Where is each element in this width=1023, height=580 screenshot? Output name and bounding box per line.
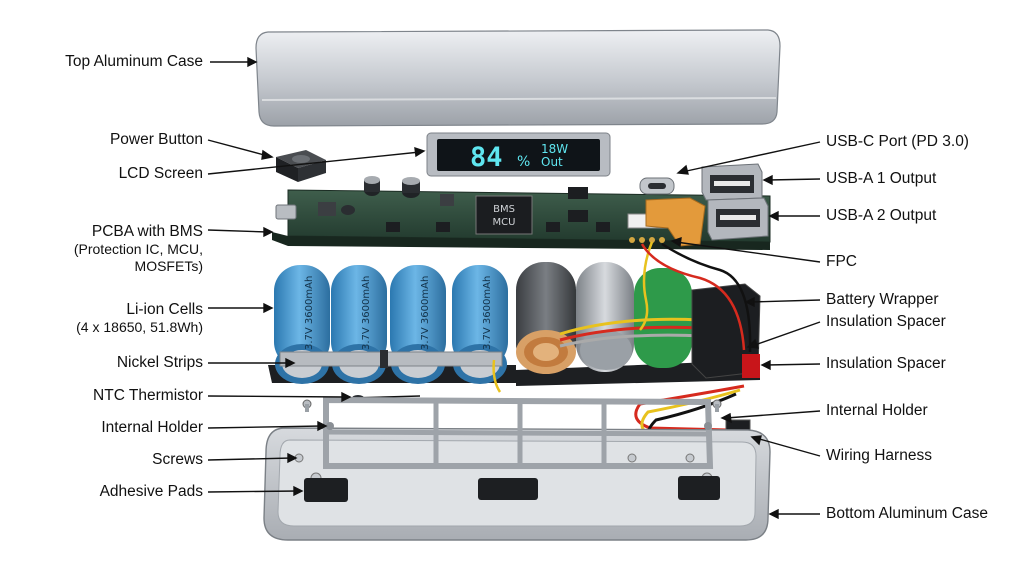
label-internal-holder-right: Internal Holder <box>826 402 928 419</box>
label-power-button: Power Button <box>109 131 203 148</box>
loose-screws <box>302 399 722 412</box>
usb-a1-port-part <box>701 163 763 201</box>
label-pcba-line1: PCBA with BMS <box>91 223 203 240</box>
label-lcd-screen: LCD Screen <box>118 165 203 182</box>
lcd-percent-sign: % <box>517 154 530 170</box>
label-cells-line1: Li-ion Cells <box>126 301 203 318</box>
label-wiring-harness: Wiring Harness <box>826 447 932 464</box>
cell-2-print: 3.7V 3600mAh <box>361 276 372 350</box>
label-screws: Screws <box>152 451 203 468</box>
label-internal-holder-left: Internal Holder <box>101 419 203 436</box>
lcd-percent: 84 <box>470 142 503 173</box>
label-cells: Li-ion Cells (4 x 18650, 51.8Wh) <box>76 300 203 336</box>
label-insulation-spacer-2: Insulation Spacer <box>826 355 946 372</box>
battery-pack: 3.7V 3600mAh 3.7V 3600mAh 3.7V 3600mAh 3… <box>268 262 761 386</box>
usb-a2-port-part <box>707 197 769 241</box>
pcba-board: BMS MCU <box>272 176 771 250</box>
pcb-chip-line1: BMS <box>493 204 515 215</box>
cell-4-print: 3.7V 3600mAh <box>482 276 493 350</box>
leader-lines <box>207 56 821 520</box>
lcd-mode: Out <box>541 155 563 169</box>
nickel-strip <box>279 351 503 367</box>
label-pcba: PCBA with BMS (Protection IC, MCU, MOSFE… <box>74 222 203 275</box>
cell-1-print: 3.7V 3600mAh <box>304 276 315 350</box>
label-top-case: Top Aluminum Case <box>65 53 203 70</box>
top-aluminum-case <box>255 29 781 127</box>
label-ntc: NTC Thermistor <box>93 387 203 404</box>
label-battery-wrapper: Battery Wrapper <box>826 291 939 308</box>
internal-holder-frame <box>323 396 714 469</box>
label-bottom-case: Bottom Aluminum Case <box>826 505 988 522</box>
label-adhesive-pads: Adhesive Pads <box>99 483 203 500</box>
label-nickel-strips: Nickel Strips <box>116 354 203 371</box>
lcd-screen-part: 84 % 18W Out <box>426 132 611 177</box>
label-usba1: USB-A 1 Output <box>826 170 937 187</box>
pcb-chip-line2: MCU <box>493 217 516 228</box>
lcd-power: 18W <box>541 142 568 156</box>
label-pcba-line3: MOSFETs) <box>134 258 203 274</box>
label-usbc: USB-C Port (PD 3.0) <box>826 133 969 150</box>
adhesive-pads <box>304 476 720 502</box>
label-cells-line2: (4 x 18650, 51.8Wh) <box>76 319 203 335</box>
usb-c-port-part <box>639 177 675 195</box>
wrapped-cells <box>516 262 705 374</box>
label-usba2: USB-A 2 Output <box>826 207 937 224</box>
cell-3-print: 3.7V 3600mAh <box>420 276 431 350</box>
label-fpc: FPC <box>826 253 857 270</box>
label-pcba-line2: (Protection IC, MCU, <box>73 241 203 257</box>
label-insulation-spacer-1: Insulation Spacer <box>826 313 946 330</box>
